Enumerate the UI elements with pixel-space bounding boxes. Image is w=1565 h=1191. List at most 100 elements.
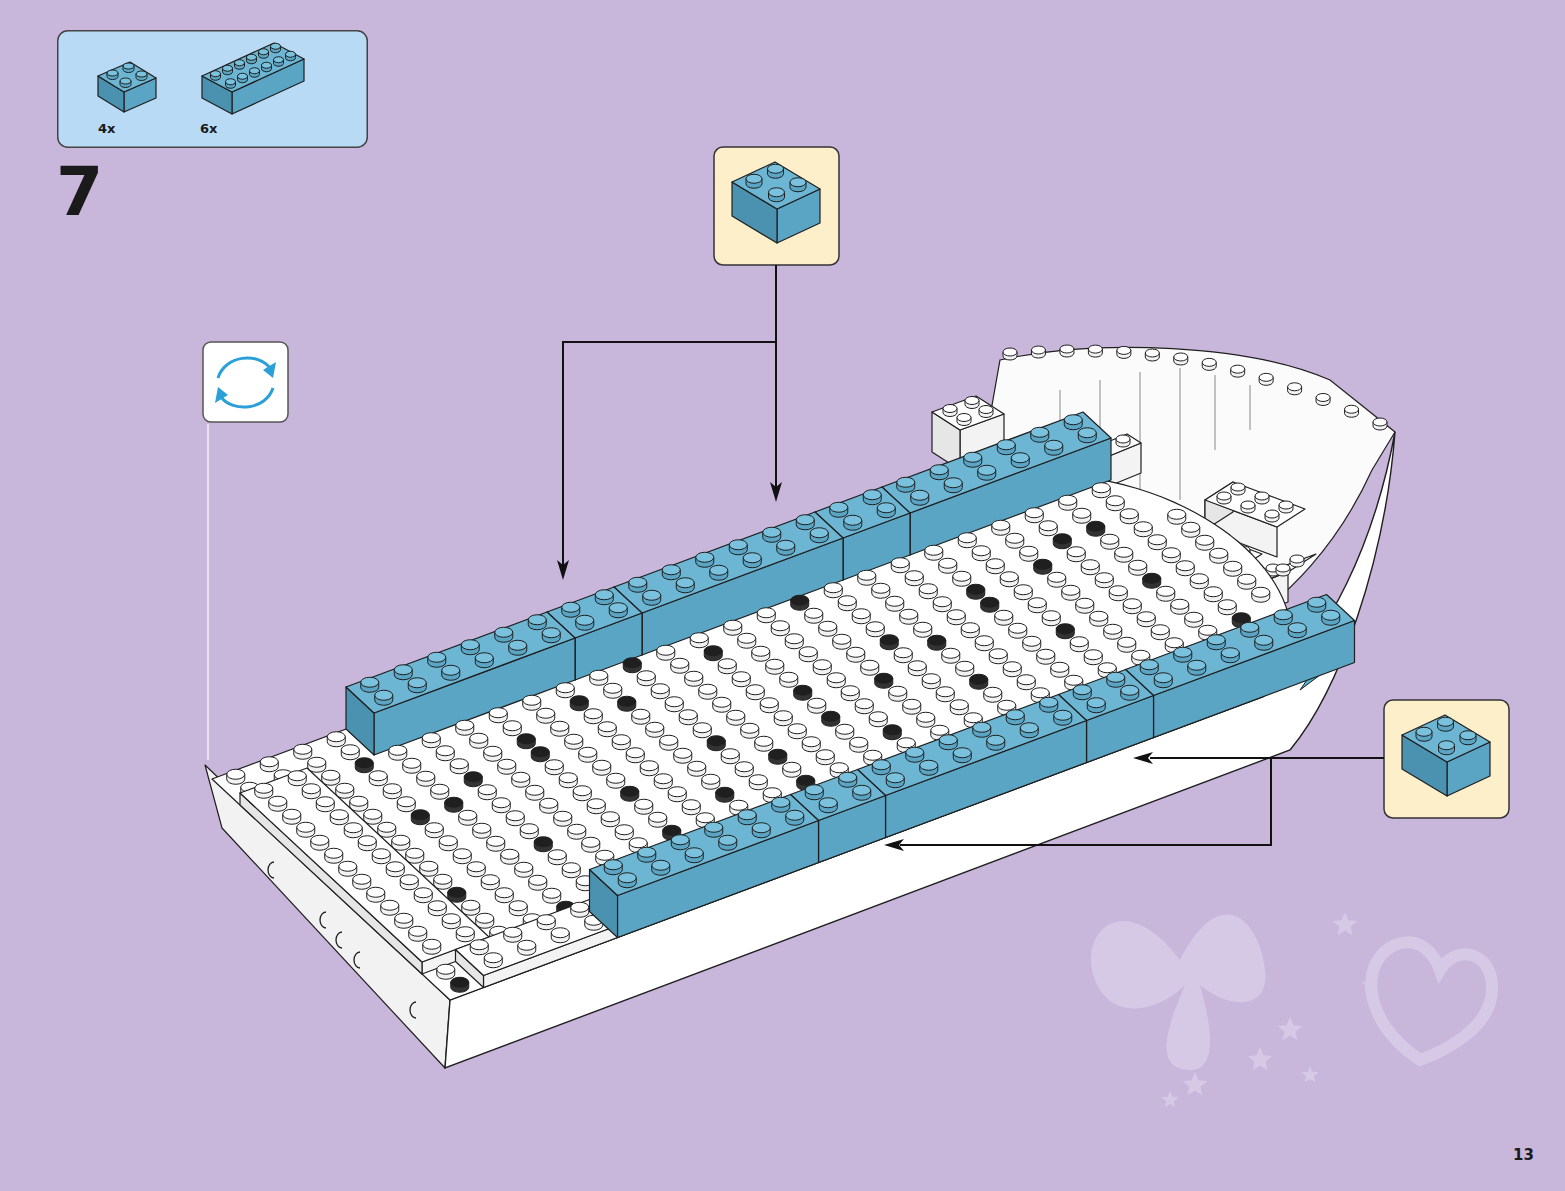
stud [1098,663,1116,673]
stud [1148,535,1166,545]
stud [894,648,912,658]
stud [316,797,334,807]
rotate-arrow [221,388,273,407]
butterfly-watermark [1091,915,1265,1070]
stud [953,571,971,581]
stud [705,822,723,832]
stud [752,646,770,656]
stud [1095,573,1113,583]
stud [724,620,742,630]
stud [973,722,991,732]
stud [425,823,443,833]
stud [383,784,401,794]
stud [1037,649,1055,659]
brick-top [98,62,156,92]
stud [1252,587,1270,597]
stud [1168,509,1186,519]
stud [1140,660,1158,670]
stud [503,721,521,731]
stud [467,862,485,872]
stud [369,771,387,781]
stud [1176,561,1194,571]
brick-top [932,396,1004,430]
stud [562,863,580,873]
clip-detail [268,862,274,878]
stud [992,520,1010,530]
stud [1157,586,1175,596]
star-watermark [1333,912,1358,936]
stud [595,590,613,600]
stud [423,939,441,949]
stud [543,888,561,898]
stud [1171,599,1189,609]
stud [294,744,312,754]
stud [911,490,929,500]
stud [1067,547,1085,557]
stud [925,545,943,555]
stud [931,725,949,735]
stud [470,940,488,950]
stud [702,774,720,784]
stud [587,799,605,809]
stud [891,558,909,568]
stud [957,414,971,422]
stud [1322,610,1340,620]
stud [375,690,393,700]
stud [1207,635,1225,645]
brick-top [882,412,1111,513]
stud [409,926,427,936]
stud [810,528,828,538]
stud [721,749,739,759]
star-watermark [1278,1017,1303,1041]
stud [830,763,848,773]
stud [785,634,803,644]
stud [844,515,862,525]
stud [827,673,845,683]
stud [690,633,708,643]
deck-plate [212,475,1291,1000]
stud [668,787,686,797]
stud [358,836,376,846]
stud [1202,358,1216,366]
stud [579,747,597,757]
stud [719,835,737,845]
stud [403,758,421,768]
stud [947,610,965,620]
stud [944,478,962,488]
stud [805,785,823,795]
stud [822,711,840,721]
stud [830,502,848,512]
callout-box [1384,700,1509,818]
stud [1107,672,1125,682]
stud [601,812,619,822]
stud [437,964,455,974]
stud [341,745,359,755]
stud [330,810,348,820]
stud [1042,611,1060,621]
stud [1439,741,1455,750]
stud [565,734,583,744]
stud [732,672,750,682]
stud [623,658,641,668]
stud [808,698,826,708]
stud [520,824,538,834]
stud [420,861,438,871]
stud [777,540,795,550]
stud [1279,501,1293,509]
stud [1073,508,1091,518]
stud [922,674,940,684]
arrow-head [884,839,904,851]
page-number: 13 [1513,1148,1534,1163]
stud [889,686,907,696]
stud [392,835,410,845]
stud [637,671,655,681]
stud [269,796,287,806]
stud [548,850,566,860]
brick-top [732,162,820,209]
stud [461,640,479,650]
stud [308,757,326,767]
stud [1143,573,1161,583]
stud [260,757,278,767]
stud [353,874,371,884]
stud [866,622,884,632]
